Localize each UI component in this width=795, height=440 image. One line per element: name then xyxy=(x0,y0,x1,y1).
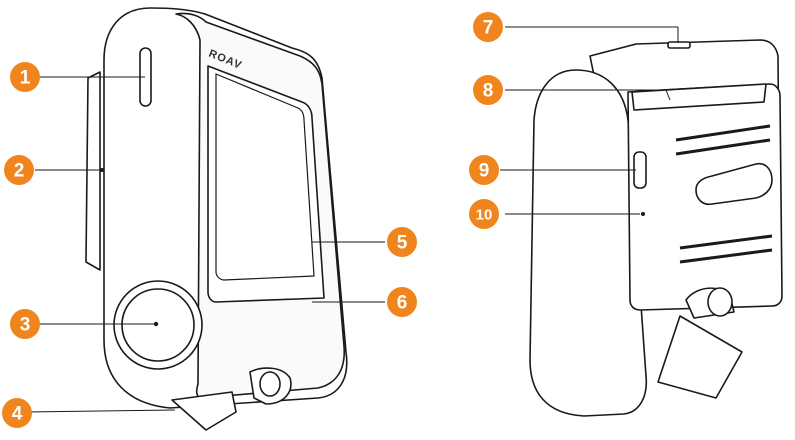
callout-1: 1 xyxy=(10,62,40,92)
back-mount-knob-face xyxy=(708,288,732,316)
callout-9: 9 xyxy=(469,155,499,185)
callout-number: 6 xyxy=(397,293,408,314)
back-mount-foot xyxy=(658,316,742,398)
callout-8: 8 xyxy=(473,75,503,105)
callout-3: 3 xyxy=(10,309,40,339)
callout-number: 8 xyxy=(483,81,494,102)
callout-number: 7 xyxy=(483,18,494,39)
lens xyxy=(122,289,194,361)
callout-number: 10 xyxy=(476,207,493,224)
callout-2: 2 xyxy=(4,155,34,185)
front-view-device xyxy=(86,8,347,430)
rear-mount-plate xyxy=(86,72,100,270)
lens-center-dot xyxy=(154,322,158,326)
top-slot xyxy=(668,42,690,48)
callout-number: 9 xyxy=(479,161,490,182)
callout-7: 7 xyxy=(473,12,503,42)
callout-number: 4 xyxy=(12,404,23,425)
callout-number: 1 xyxy=(20,68,31,89)
leader-4 xyxy=(25,410,175,412)
mount-knob-face xyxy=(260,372,280,396)
callout-number: 3 xyxy=(20,315,31,336)
callout-5: 5 xyxy=(387,227,417,257)
back-view-device xyxy=(530,40,782,416)
callout-4: 4 xyxy=(2,398,32,428)
callout-number: 2 xyxy=(14,161,25,182)
callout-number: 5 xyxy=(397,233,408,254)
callout-10: 10 xyxy=(469,199,499,229)
left-side-dot xyxy=(100,168,104,172)
side-pinhole xyxy=(641,212,645,216)
callout-6: 6 xyxy=(387,287,417,317)
